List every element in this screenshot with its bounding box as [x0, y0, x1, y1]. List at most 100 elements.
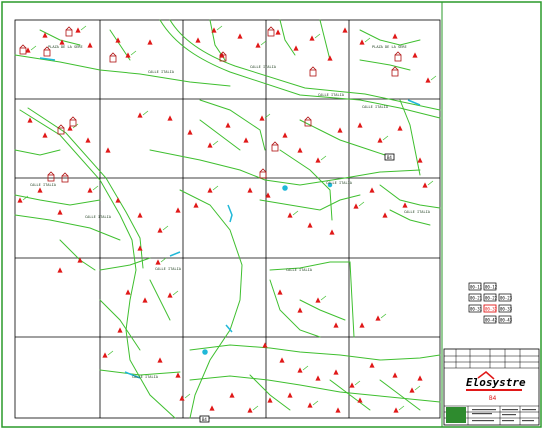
- label-left-mid: CALLE ITALIA: [85, 215, 112, 219]
- network-marker: [157, 357, 163, 363]
- key-cell: 00-33: [500, 307, 513, 312]
- network-marker: [297, 367, 303, 373]
- label-top-left: PLAZA DE LA SERE: [48, 45, 83, 49]
- marker-leader: [398, 405, 405, 411]
- label-upper-center: CALLE ITALIA: [250, 65, 277, 69]
- service-box-roof: [65, 26, 73, 31]
- service-box-roof: [259, 168, 267, 173]
- service-box-roof: [47, 171, 55, 176]
- label-lower-center: CALLE ITALIA: [286, 268, 313, 272]
- box-marker: B4: [199, 415, 210, 423]
- network-marker: [397, 125, 403, 131]
- service-box-roof: [57, 124, 65, 129]
- service-box: [69, 119, 77, 127]
- service-box-roof: [267, 26, 275, 31]
- network-marker: [375, 315, 381, 321]
- network-markers: [17, 25, 437, 413]
- network-marker: [243, 137, 249, 143]
- service-boxes: [19, 26, 402, 183]
- network-marker: [137, 245, 143, 251]
- service-box: [259, 171, 267, 179]
- marker-leader: [320, 155, 327, 161]
- marker-leader: [160, 257, 167, 263]
- network-marker: [85, 137, 91, 143]
- svg-text:B4: B4: [387, 155, 392, 160]
- network-marker: [275, 29, 281, 35]
- marker-leader: [364, 37, 371, 43]
- marker-leader: [30, 45, 37, 51]
- service-box-roof: [19, 44, 27, 49]
- service-box: [57, 127, 65, 135]
- marker-leader: [427, 180, 434, 186]
- box-marker: B4: [384, 153, 395, 161]
- network-marker: [392, 372, 398, 378]
- network-marker: [329, 229, 335, 235]
- network-marker: [115, 197, 121, 203]
- network-marker: [102, 352, 108, 358]
- service-box: [109, 55, 117, 63]
- network-marker: [315, 375, 321, 381]
- network-marker: [359, 322, 365, 328]
- label-far-right: CALLE ITALIA: [404, 210, 431, 214]
- service-box-roof: [43, 46, 51, 51]
- network-marker: [287, 392, 293, 398]
- company-logo: Elosystre: [466, 371, 526, 391]
- service-box-roof: [394, 51, 402, 56]
- marker-leader: [358, 201, 365, 207]
- marker-leader: [212, 140, 219, 146]
- network-marker: [369, 362, 375, 368]
- key-cell: 00-23: [500, 296, 513, 301]
- marker-leader: [252, 405, 259, 411]
- network-marker: [175, 207, 181, 213]
- network-marker: [315, 297, 321, 303]
- label-right-center: CALLE ITALIA: [362, 105, 389, 109]
- network-marker: [187, 129, 193, 135]
- label-center: CALLE ITALIA: [326, 181, 353, 185]
- marker-leader: [354, 380, 361, 386]
- network-marker: [105, 147, 111, 153]
- marker-leader: [414, 385, 421, 391]
- key-plan: 00-11 00-12 00-21 00-22 00-23 00-31 00-3…: [468, 282, 513, 324]
- key-cell: 00-43: [500, 318, 513, 323]
- network-marker: [353, 203, 359, 209]
- network-marker: [247, 187, 253, 193]
- marker-leader: [260, 40, 267, 46]
- water-features: [39, 57, 421, 379]
- network-marker: [27, 117, 33, 123]
- network-marker: [307, 222, 313, 228]
- marker-leader: [162, 225, 169, 231]
- marker-leader: [264, 113, 271, 119]
- marker-leader: [172, 290, 179, 296]
- network-marker: [155, 259, 161, 265]
- network-marker: [425, 77, 431, 83]
- network-marker: [247, 407, 253, 413]
- marker-leader: [302, 365, 309, 371]
- service-box: [304, 119, 312, 127]
- network-marker: [42, 132, 48, 138]
- marker-leader: [216, 25, 223, 31]
- network-marker: [157, 227, 163, 233]
- street-network: [14, 19, 441, 419]
- network-marker: [195, 37, 201, 43]
- network-marker: [357, 397, 363, 403]
- marker-leader: [292, 210, 299, 216]
- network-marker: [75, 27, 81, 33]
- network-marker: [297, 147, 303, 153]
- service-box: [219, 54, 227, 62]
- marker-leader: [320, 295, 327, 301]
- network-marker: [87, 42, 93, 48]
- marker-leader: [80, 25, 87, 31]
- title-block: Elosystre B4: [443, 348, 540, 426]
- marker-leader: [107, 350, 114, 356]
- network-marker: [225, 122, 231, 128]
- network-marker: [287, 212, 293, 218]
- network-marker: [267, 397, 273, 403]
- network-marker: [25, 47, 31, 53]
- network-marker: [333, 322, 339, 328]
- network-marker: [87, 187, 93, 193]
- sheet-code: B4: [489, 395, 497, 402]
- service-box-roof: [219, 51, 227, 56]
- network-marker: [277, 289, 283, 295]
- network-marker: [117, 327, 123, 333]
- marker-leader: [314, 33, 321, 39]
